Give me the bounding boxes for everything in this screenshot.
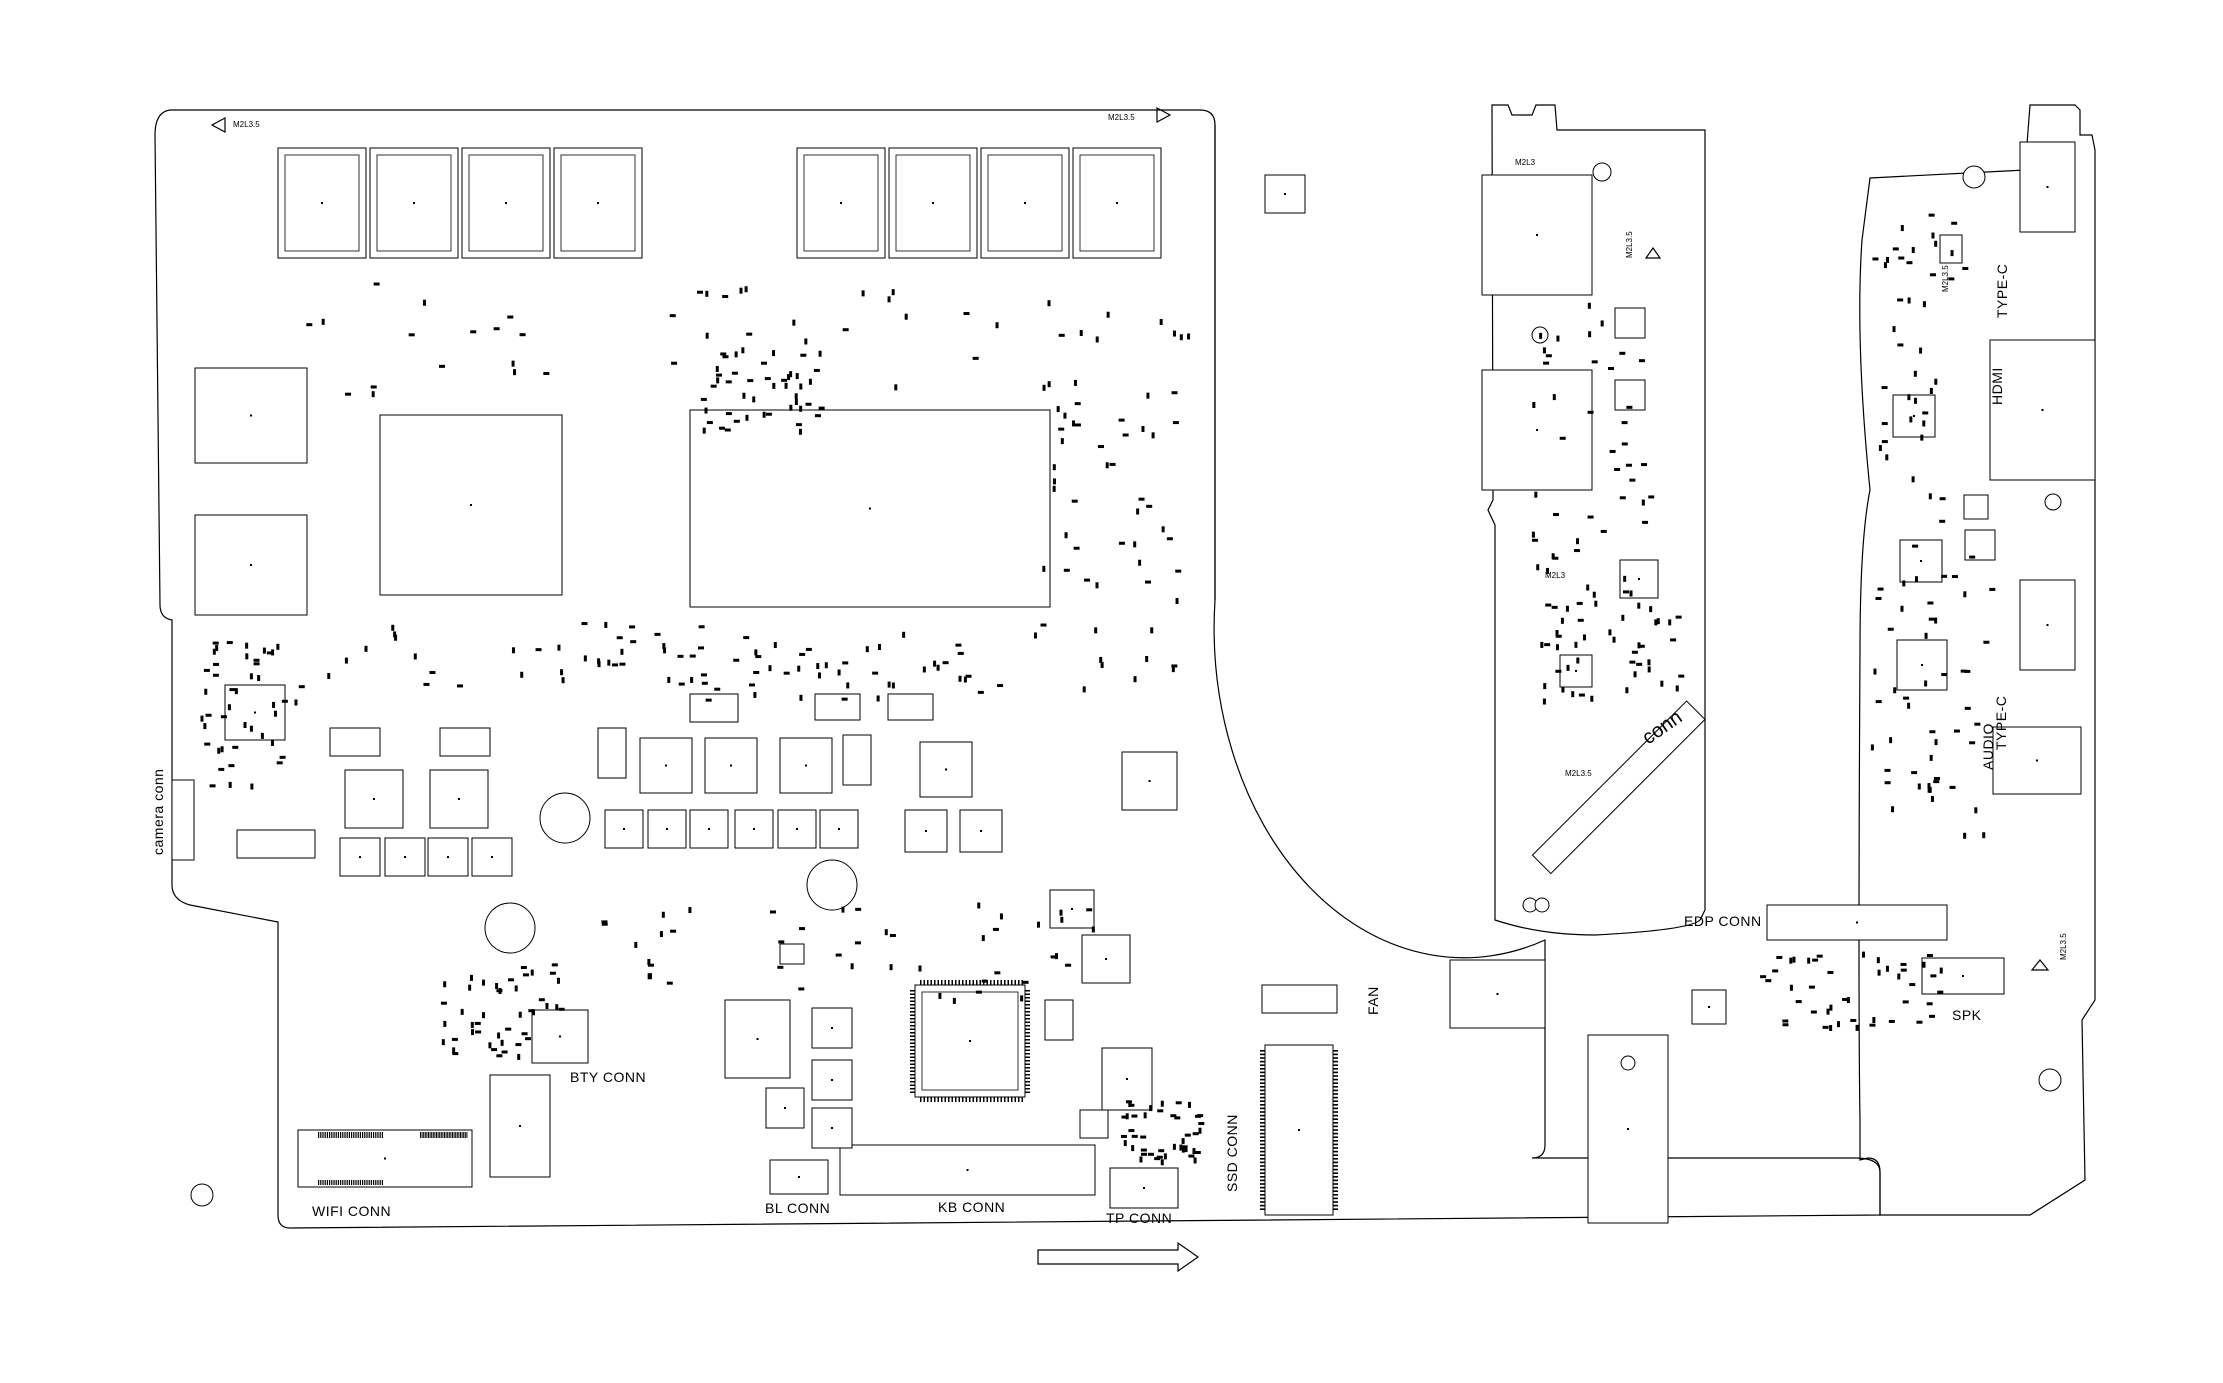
type-c-top-label: TYPE-C xyxy=(1994,264,2010,318)
mid-board-conn xyxy=(1531,700,1706,875)
screw-label-low: M2L3.5 xyxy=(1565,769,1592,778)
screw-marker-tl xyxy=(210,116,226,134)
spk-label: SPK xyxy=(1952,1007,1982,1023)
screw-marker-spk xyxy=(2030,959,2050,971)
edp-conn-label: EDP CONN xyxy=(1684,913,1762,929)
power-stage-components xyxy=(224,684,1178,984)
audio-jack xyxy=(1992,726,2082,795)
type-c-mid-label: TYPE-C xyxy=(1993,696,2009,750)
tp-conn-label: TP CONN xyxy=(1106,1210,1172,1226)
kb-conn-label: KB CONN xyxy=(938,1199,1005,1215)
fan-label: FAN xyxy=(1365,986,1381,1015)
smd-pad-cluster xyxy=(200,213,1996,1166)
ssd-conn-label: SSD CONN xyxy=(1224,1114,1240,1192)
wifi-conn-label: WIFI CONN xyxy=(312,1203,391,1219)
audio-label: AUDIO xyxy=(1980,723,1996,770)
screw-label-mid: M2L3.5 xyxy=(1625,231,1634,258)
small-connector-left xyxy=(236,829,316,859)
right-board-outline xyxy=(1858,104,2096,1216)
ec-chip-pins xyxy=(910,980,1030,1102)
mounting-holes xyxy=(190,162,2062,1207)
ssd-connector-pins xyxy=(1260,1050,1338,1210)
screw-label-tl: M2L3.5 xyxy=(233,120,260,129)
screw-label-a: M2L3 xyxy=(1515,158,1536,167)
screw-label-right: M2L3.5 xyxy=(1941,265,1950,292)
middle-board-outline xyxy=(1487,104,1706,936)
screw-marker-tr xyxy=(1156,106,1172,124)
hdmi-label: HDMI xyxy=(1989,367,2005,405)
wifi-connector-pins xyxy=(318,1132,468,1185)
direction-arrow xyxy=(1037,1241,1200,1273)
fan-connector xyxy=(1261,984,1338,1014)
main-board-outline xyxy=(154,109,1881,1229)
screw-label-b: M2L3 xyxy=(1545,571,1566,580)
screw-label-spk: M2L3.5 xyxy=(2059,933,2068,960)
top-memory-bank-right xyxy=(796,147,1162,259)
camera-conn-label: camera conn xyxy=(150,769,166,855)
top-memory-bank-left xyxy=(277,147,643,259)
camera-connector xyxy=(171,779,195,861)
screw-label-tr: M2L3.5 xyxy=(1108,113,1135,122)
bty-conn-label: BTY CONN xyxy=(570,1069,646,1085)
bl-conn-label: BL CONN xyxy=(765,1200,830,1216)
screw-marker-mid xyxy=(1644,246,1662,259)
